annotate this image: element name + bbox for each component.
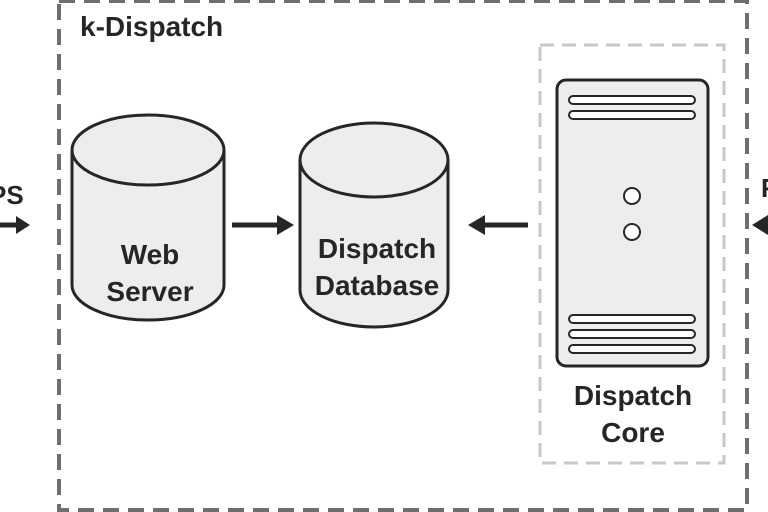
arrow-core-to-database bbox=[468, 215, 528, 235]
server-indicator-light bbox=[623, 223, 641, 241]
dispatch-core-server-icon bbox=[555, 78, 710, 368]
right-edge-label: F bbox=[761, 173, 768, 203]
dispatch-database-label-line2: Database bbox=[315, 270, 440, 301]
server-vent-slot bbox=[568, 314, 696, 324]
dispatch-core-label-line2: Core bbox=[601, 417, 665, 448]
left-incoming-arrow bbox=[0, 216, 30, 234]
k-dispatch-title: k-Dispatch bbox=[80, 11, 223, 42]
web-server-cylinder bbox=[70, 113, 226, 322]
left-edge-label: PS bbox=[0, 180, 24, 210]
arrow-webserver-to-database bbox=[232, 215, 294, 235]
server-vent-slot bbox=[568, 95, 696, 105]
server-vent-slot bbox=[568, 110, 696, 120]
dispatch-core-boundary bbox=[538, 43, 726, 465]
server-indicator-light bbox=[623, 187, 641, 205]
k-dispatch-boundary bbox=[57, 0, 749, 512]
dispatch-database-cylinder bbox=[298, 121, 450, 329]
right-incoming-arrow bbox=[752, 215, 768, 235]
server-vent-slot bbox=[568, 329, 696, 339]
server-vent-slot bbox=[568, 344, 696, 354]
web-server-label-line2: Server bbox=[106, 276, 193, 307]
web-server-label-line1: Web bbox=[121, 239, 180, 270]
dispatch-core-label-line1: Dispatch bbox=[574, 380, 692, 411]
dispatch-database-label-line1: Dispatch bbox=[318, 233, 436, 264]
